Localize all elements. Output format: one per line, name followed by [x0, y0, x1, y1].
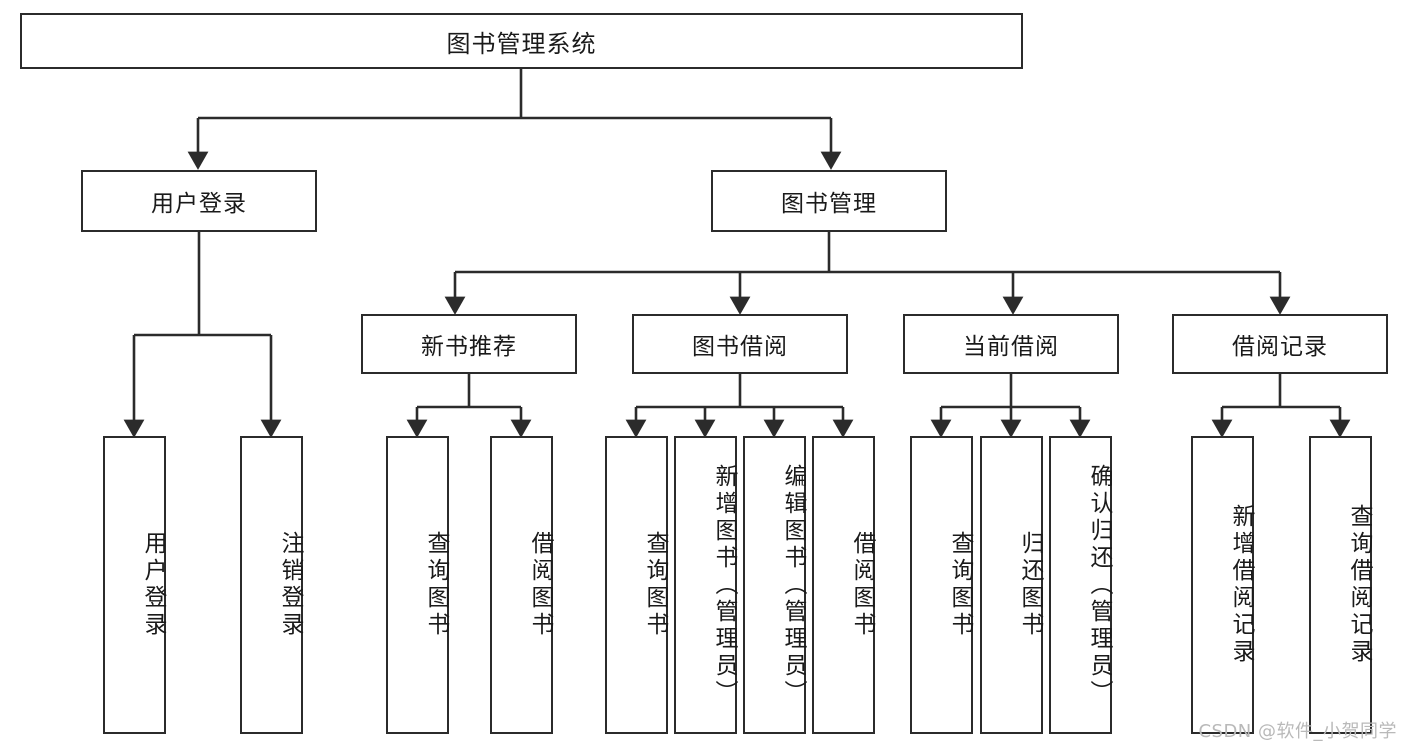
leaf-borrow-record-add[interactable]: 新增借阅记录 — [1191, 436, 1254, 734]
leaf-current-borrow-query[interactable]: 查询图书 — [910, 436, 973, 734]
node-label: 新增图书（管理员） — [711, 463, 737, 707]
leaf-borrow-book-add-admin[interactable]: 新增图书（管理员） — [674, 436, 737, 734]
node-label: 查询图书 — [642, 531, 668, 639]
leaf-borrow-record-query[interactable]: 查询借阅记录 — [1309, 436, 1372, 734]
node-label: 归还图书 — [1017, 531, 1043, 639]
leaf-borrow-book-borrow[interactable]: 借阅图书 — [812, 436, 875, 734]
node-user-login[interactable]: 用户登录 — [81, 170, 317, 232]
node-label: 新增借阅记录 — [1228, 504, 1254, 666]
node-label: 借阅图书 — [849, 531, 875, 639]
node-borrow-record[interactable]: 借阅记录 — [1172, 314, 1388, 374]
node-label: 查询借阅记录 — [1346, 504, 1372, 666]
node-label: 新书推荐 — [421, 334, 517, 360]
node-new-book-recommend[interactable]: 新书推荐 — [361, 314, 577, 374]
leaf-borrow-book-edit-admin[interactable]: 编辑图书（管理员） — [743, 436, 806, 734]
node-current-borrow[interactable]: 当前借阅 — [903, 314, 1119, 374]
node-label: 借阅图书 — [527, 531, 553, 639]
node-label: 用户登录 — [140, 531, 166, 639]
node-label: 编辑图书（管理员） — [780, 463, 806, 707]
watermark-text: CSDN @软件_小贺同学 — [1198, 721, 1397, 742]
node-label: 借阅记录 — [1232, 334, 1328, 360]
node-label: 图书管理 — [781, 191, 877, 217]
node-book-borrow[interactable]: 图书借阅 — [632, 314, 848, 374]
leaf-user-login-login[interactable]: 用户登录 — [103, 436, 166, 734]
node-label: 用户登录 — [151, 191, 247, 217]
node-root-library-system[interactable]: 图书管理系统 — [20, 13, 1023, 69]
node-label: 图书借阅 — [692, 334, 788, 360]
leaf-current-borrow-confirm-admin[interactable]: 确认归还（管理员） — [1049, 436, 1112, 734]
node-label: 当前借阅 — [963, 334, 1059, 360]
leaf-new-book-query[interactable]: 查询图书 — [386, 436, 449, 734]
leaf-user-login-logout[interactable]: 注销登录 — [240, 436, 303, 734]
leaf-current-borrow-return[interactable]: 归还图书 — [980, 436, 1043, 734]
node-label: 确认归还（管理员） — [1086, 463, 1112, 707]
node-book-management[interactable]: 图书管理 — [711, 170, 947, 232]
node-label: 图书管理系统 — [446, 29, 597, 58]
leaf-borrow-book-query[interactable]: 查询图书 — [605, 436, 668, 734]
node-label: 注销登录 — [277, 531, 303, 639]
leaf-new-book-borrow[interactable]: 借阅图书 — [490, 436, 553, 734]
node-label: 查询图书 — [947, 531, 973, 639]
node-label: 查询图书 — [423, 531, 449, 639]
